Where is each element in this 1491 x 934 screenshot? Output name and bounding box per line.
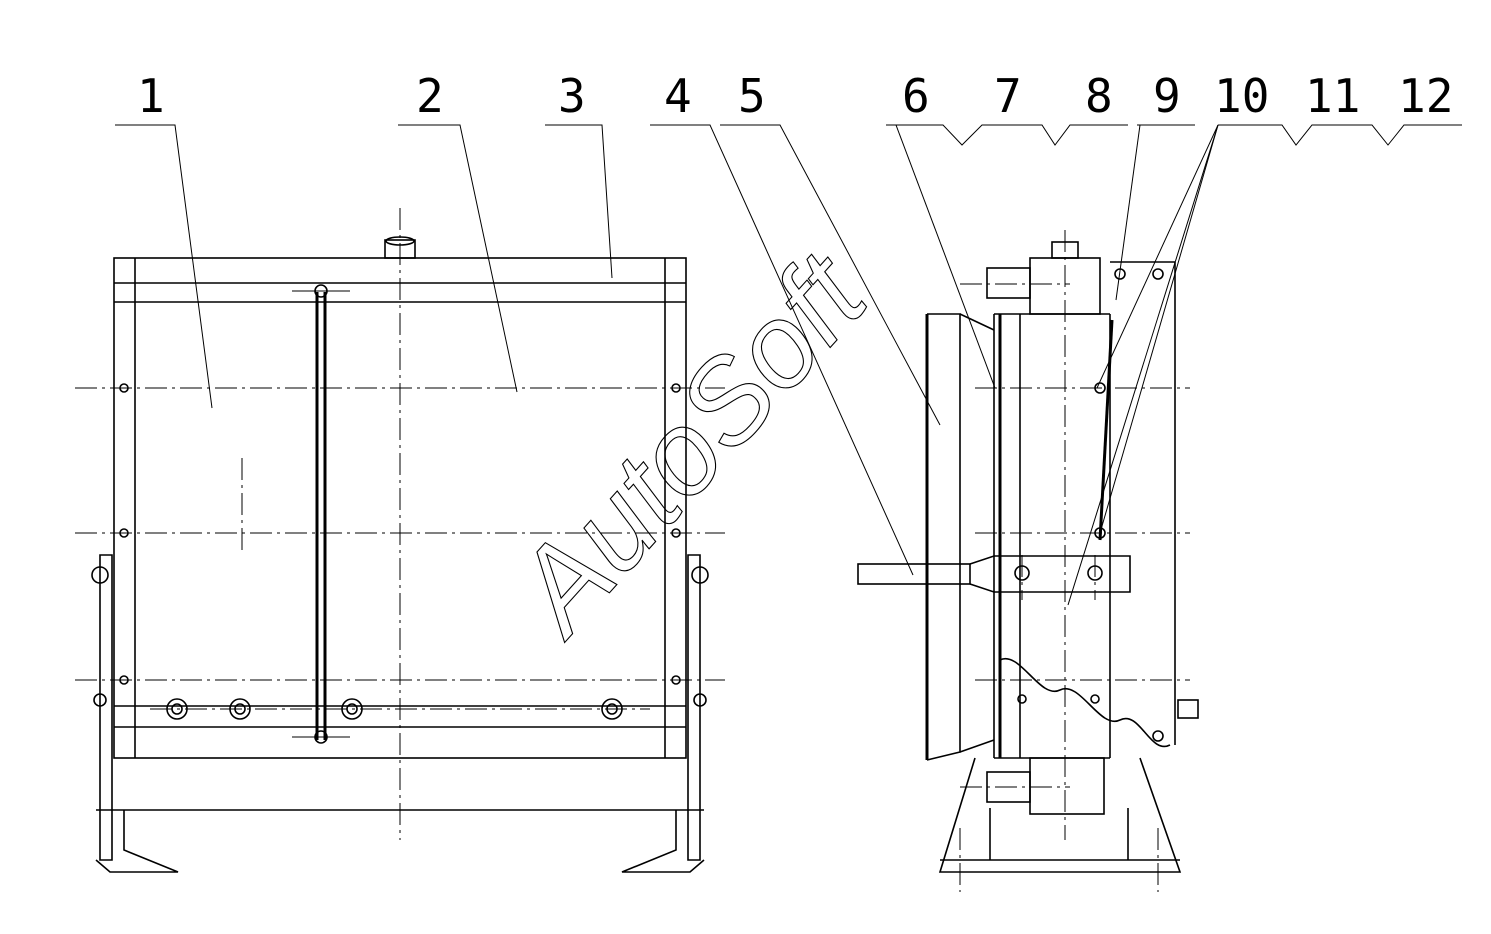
callout-1: 1 [137, 69, 165, 123]
callout-10: 10 [1214, 69, 1269, 123]
fan-shroud [926, 313, 961, 761]
callout-6: 6 [902, 69, 930, 123]
side-view [857, 230, 1199, 892]
autosoft-watermark: AutoSoft [486, 228, 894, 660]
callout-labels: 1 2 3 4 5 6 7 8 9 10 11 12 [137, 69, 1453, 123]
callout-8: 8 [1085, 69, 1113, 123]
callout-2: 2 [416, 69, 444, 123]
callout-3: 3 [558, 69, 586, 123]
callout-12: 12 [1398, 69, 1453, 123]
callout-9: 9 [1153, 69, 1181, 123]
callout-11: 11 [1305, 69, 1360, 123]
callout-5: 5 [738, 69, 766, 123]
leader-lines [115, 124, 1462, 606]
callout-7: 7 [994, 69, 1022, 123]
callout-4: 4 [664, 69, 692, 123]
front-view [75, 208, 725, 873]
